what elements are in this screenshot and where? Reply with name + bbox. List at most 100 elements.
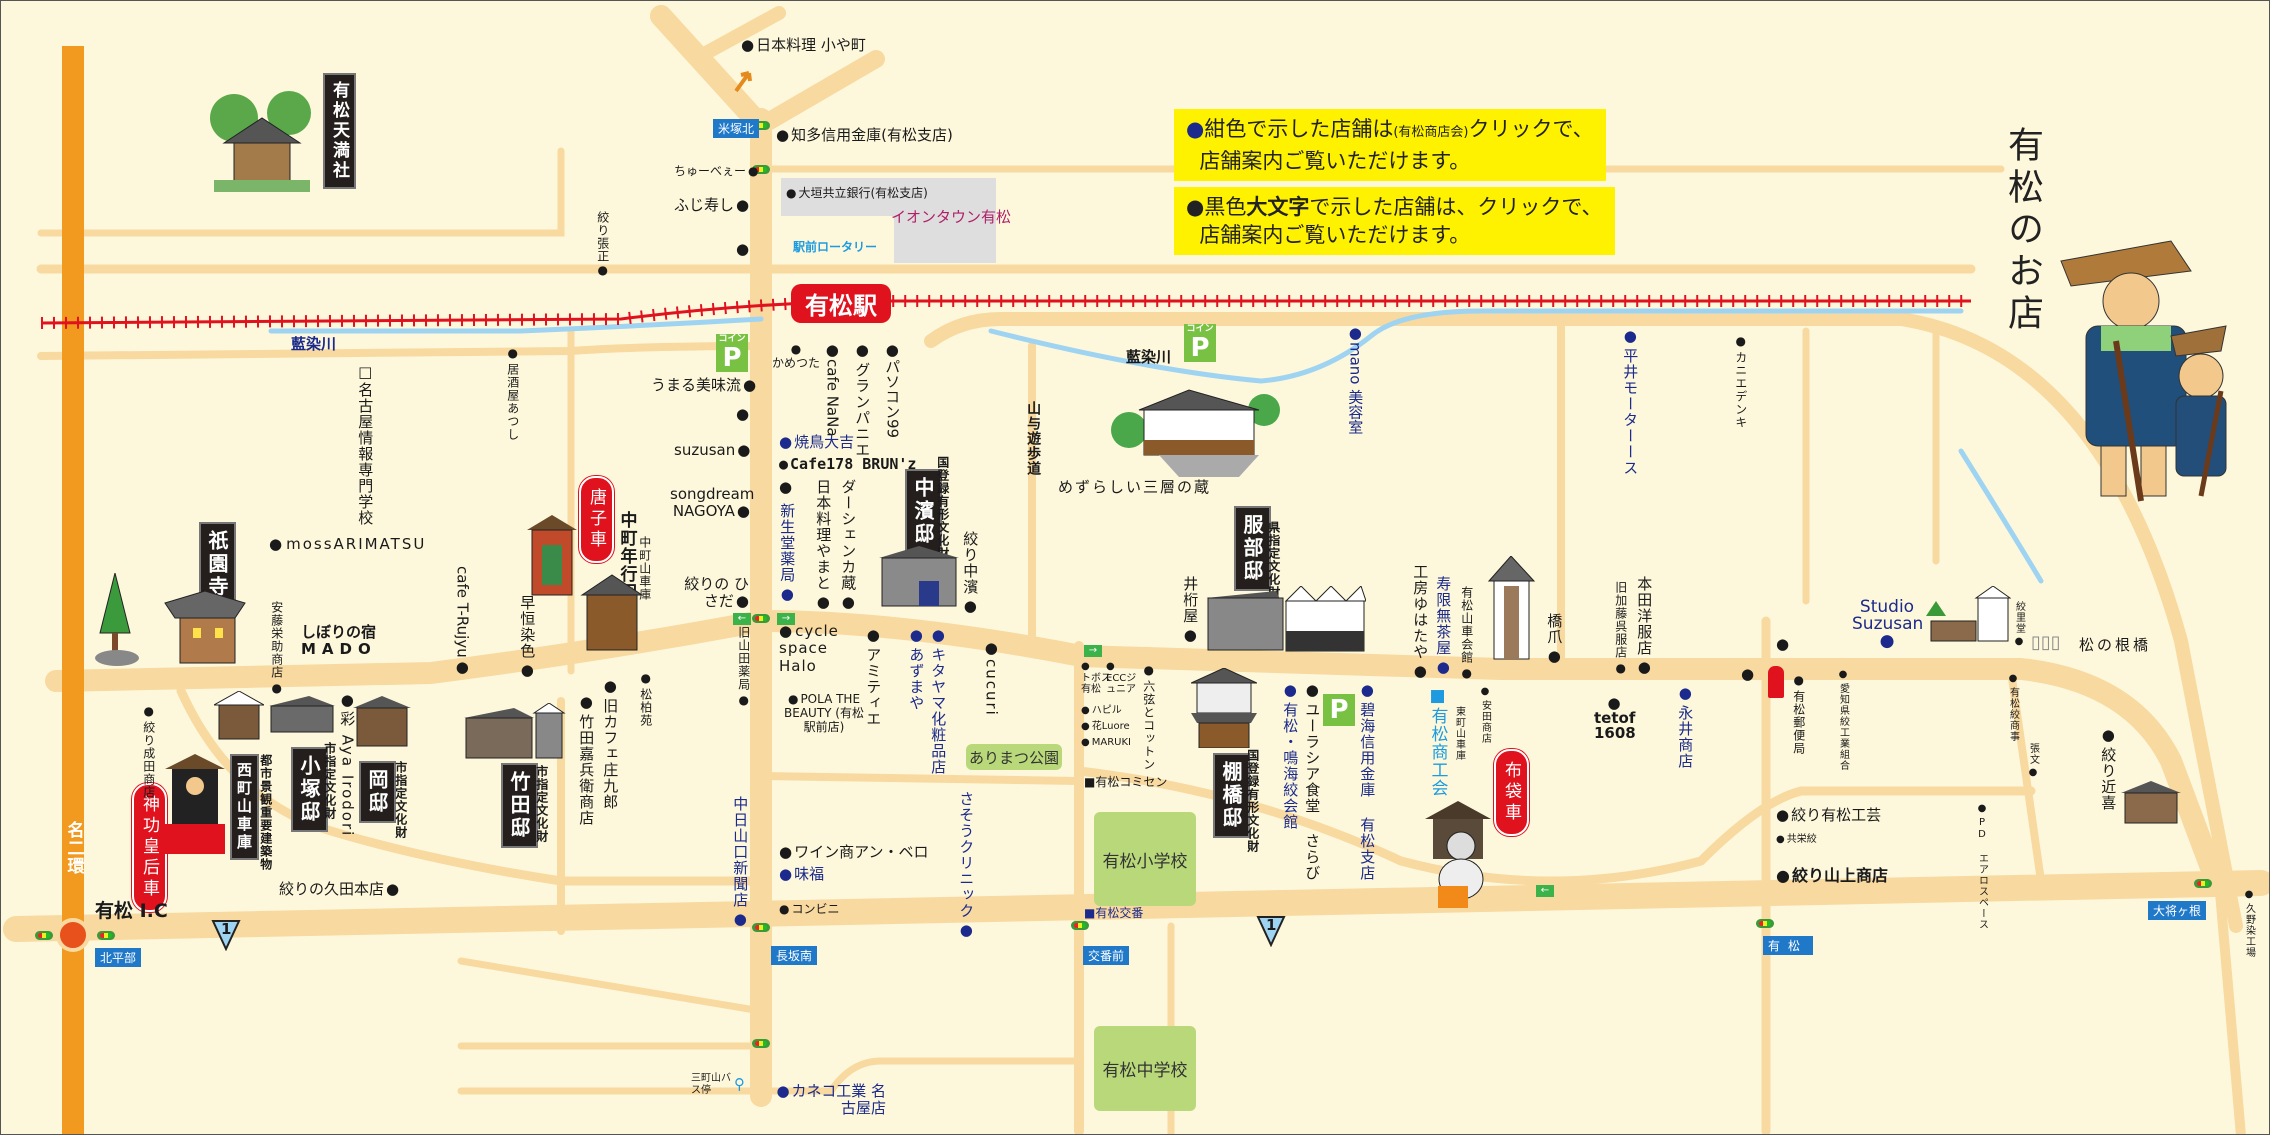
shop-kanie[interactable]: カニエデンキ bbox=[1733, 334, 1748, 429]
shop-chunichi[interactable]: 中日山口新聞店 bbox=[731, 796, 749, 929]
float-hotei[interactable]: 布袋車 bbox=[1494, 749, 1529, 836]
shop-pola[interactable]: POLA THE BEAUTY (有松駅前店) bbox=[779, 692, 869, 734]
shop-daikichi[interactable]: 焼鳥大吉 bbox=[779, 433, 854, 451]
float-jingu[interactable]: 神功皇后車 bbox=[132, 783, 167, 912]
shop-jugemu[interactable]: 寿限無茶屋 bbox=[1434, 576, 1452, 677]
shop-hekikai[interactable]: 碧海信用金庫 有松支店 bbox=[1358, 681, 1376, 881]
shop-dot[interactable]: ● bbox=[736, 240, 750, 258]
shop-harimasa[interactable]: 絞り張正● bbox=[595, 211, 610, 278]
shop-nagai[interactable]: 永井商店 bbox=[1676, 684, 1694, 769]
shop-halo[interactable]: cycle space Halo bbox=[779, 622, 849, 675]
shop-rujyu[interactable]: cafe T-Rujyu bbox=[453, 566, 471, 676]
shop-azumaya[interactable]: あずまや bbox=[907, 626, 925, 711]
sign-takeda[interactable]: 竹田邸 bbox=[501, 763, 538, 848]
shop-dot[interactable]: ● bbox=[736, 405, 750, 423]
shop-kyoei[interactable]: 共栄絞 bbox=[1776, 834, 1817, 846]
shop-ecc[interactable]: ●ECCジュニア bbox=[1106, 661, 1137, 695]
shop-kato[interactable]: 旧加藤呉服店 bbox=[1613, 581, 1628, 676]
shop-hapiru[interactable]: ハピル bbox=[1081, 705, 1122, 717]
shop-kinki[interactable]: 絞り近喜 bbox=[2099, 726, 2117, 811]
shop-sasou[interactable]: さそうクリニック bbox=[957, 791, 975, 940]
shop-kitayama[interactable]: キタヤマ化粧品店 bbox=[929, 626, 947, 775]
float-karako[interactable]: 唐子車 bbox=[579, 476, 614, 563]
shop-kuda[interactable]: 絞りの久田本店 bbox=[279, 880, 399, 898]
shop-yamato[interactable]: 日本料理やまと bbox=[814, 479, 832, 612]
shop-mano[interactable]: mano 美容室 bbox=[1346, 324, 1364, 434]
shop-nana[interactable]: cafe NaNa bbox=[823, 341, 841, 437]
shop-studio-suzusan[interactable]: Studio Suzusan● bbox=[1852, 597, 1924, 651]
shop-rokugen[interactable]: 六弦とコットン bbox=[1141, 663, 1156, 771]
shop-konbini[interactable]: コンビニ bbox=[779, 902, 839, 917]
sign-hattori[interactable]: 服部邸 bbox=[1234, 506, 1271, 591]
shop-kametsuta[interactable]: ●かめつた bbox=[771, 342, 820, 370]
shop-narita[interactable]: 絞り成田商店 bbox=[141, 704, 156, 799]
shop-kaneko[interactable]: カネコ工業 名古屋店 bbox=[776, 1082, 886, 1118]
shop-chubee[interactable]: ちゅーべぇー bbox=[674, 164, 759, 179]
shop-maruki[interactable]: MARUKI bbox=[1081, 737, 1131, 749]
shop-dashenka[interactable]: ダーシェンカ蔵 bbox=[839, 479, 857, 612]
shop-pasokon[interactable]: パソコン99 bbox=[883, 341, 901, 438]
aeon-label[interactable]: イオンタウン有松 bbox=[891, 208, 1012, 226]
shop-ajifuku[interactable]: 味福 bbox=[779, 865, 824, 883]
sign-kozuka[interactable]: 小塚邸 bbox=[291, 747, 328, 832]
shop-atsushi[interactable]: 居酒屋あつし bbox=[505, 346, 520, 441]
sign-oka[interactable]: 岡邸 bbox=[359, 761, 396, 823]
shop-shokuro[interactable]: 旧カフェ庄九郎 bbox=[601, 677, 619, 810]
shop-moss[interactable]: mossARIMATSU bbox=[269, 535, 426, 553]
shop-dot[interactable]: ● bbox=[1776, 635, 1790, 653]
shop-kogei[interactable]: 絞り有松工芸 bbox=[1776, 806, 1881, 824]
shop-suzusan[interactable]: suzusan bbox=[674, 441, 750, 459]
shop-irodori[interactable]: 彩 Aya Irodori bbox=[338, 691, 356, 837]
shop-fujizushi[interactable]: ふじ寿し bbox=[674, 196, 749, 214]
post-office-label[interactable]: 有松郵便局 bbox=[1791, 673, 1806, 755]
shop-yasuda[interactable]: 安田商店 bbox=[1479, 686, 1491, 744]
shop-luore[interactable]: 花Luore bbox=[1081, 721, 1130, 733]
shop-kourido[interactable]: 絞里堂 bbox=[2013, 601, 2025, 648]
shop-dot[interactable]: ● bbox=[779, 478, 793, 496]
shop-hayatsune[interactable]: 早恒染色 bbox=[518, 595, 536, 680]
shop-shibori-kaikan[interactable]: 有松・鳴海絞会館 bbox=[1281, 681, 1299, 830]
sign-tanahashi[interactable]: 棚橋邸 bbox=[1213, 753, 1250, 838]
shokokai-label[interactable]: ■有松商工会 bbox=[1427, 686, 1448, 797]
shop-yamagami[interactable]: 絞り山上商店 bbox=[1776, 866, 1888, 885]
shop-shinseido[interactable]: 新生堂薬局 bbox=[778, 503, 796, 604]
sign-nakahama[interactable]: 中濱邸 bbox=[905, 469, 942, 554]
shop-brunz[interactable]: Cafe178 BRUN'z bbox=[779, 455, 916, 473]
shop-ogaki[interactable]: 大垣共立銀行(有松支店) bbox=[786, 186, 927, 201]
shop-ando[interactable]: 安藤栄助商店 bbox=[269, 601, 284, 696]
sign-nishimachi[interactable]: 西町山車庫 bbox=[230, 754, 259, 860]
shop-chobun[interactable]: 張文 bbox=[2027, 743, 2039, 779]
shop-chita[interactable]: 知多信用金庫(有松支店) bbox=[776, 126, 953, 144]
shop-songdream[interactable]: songdream NAGOYA bbox=[670, 485, 754, 521]
shop-eurasia[interactable]: ユーラシア食堂 さらび bbox=[1303, 681, 1321, 881]
shop-yamada[interactable]: 旧山田薬局 bbox=[736, 626, 751, 708]
kumiai-label[interactable]: 愛知県絞工業組合 bbox=[1837, 669, 1849, 771]
shop-hisada[interactable]: 絞りの ひさだ bbox=[681, 575, 749, 611]
shop-granpanie[interactable]: グランパニエ bbox=[853, 341, 871, 458]
shop-tobosu[interactable]: ●トボス有松 bbox=[1081, 661, 1111, 695]
shop-shohakuen[interactable]: 松柏苑 bbox=[638, 671, 653, 727]
dashi-kaikan-label[interactable]: 有松山車会館 bbox=[1459, 586, 1474, 681]
shop-kuno[interactable]: 久野染工場 bbox=[2243, 889, 2255, 958]
shop-koyamachi[interactable]: 日本料理 小や町 bbox=[741, 36, 866, 54]
shop-wine[interactable]: ワイン商アン・ベロ bbox=[779, 843, 928, 861]
arimatsu-elementary-school[interactable]: 有松小学校 bbox=[1094, 812, 1196, 906]
arimatsu-park[interactable]: ありまつ公園 bbox=[966, 744, 1062, 770]
sign-tenmansha[interactable]: 有松天満社 bbox=[323, 73, 356, 189]
arimatsu-station[interactable]: 有松駅 bbox=[791, 284, 891, 323]
shop-cucuri[interactable]: cucuri bbox=[982, 639, 1000, 717]
shop-pd[interactable]: PD エアロスペース bbox=[1976, 803, 1988, 930]
shop-igetaya[interactable]: 井桁屋 bbox=[1181, 576, 1199, 645]
shop-hirai[interactable]: 平井モーターース bbox=[1621, 327, 1639, 476]
shop-umaru[interactable]: うまる美味流 bbox=[651, 376, 756, 394]
shop-nakahama[interactable]: 絞り中濱 bbox=[961, 531, 979, 616]
shop-shoji[interactable]: 有松絞商事 bbox=[2007, 673, 2019, 742]
shop-tetof[interactable]: ●tetof 1608 bbox=[1594, 694, 1636, 742]
shop-yuhataya[interactable]: 工房ゆはたや bbox=[1411, 564, 1429, 681]
shop-honda[interactable]: 本田洋服店 bbox=[1635, 576, 1653, 677]
shop-dot[interactable]: ● bbox=[1741, 665, 1755, 683]
arimatsu-junior-high-school[interactable]: 有松中学校 bbox=[1094, 1026, 1196, 1111]
shop-hashizume[interactable]: 橋爪 bbox=[1545, 613, 1563, 666]
shop-kahee[interactable]: 竹田嘉兵衛商店 bbox=[577, 693, 595, 826]
